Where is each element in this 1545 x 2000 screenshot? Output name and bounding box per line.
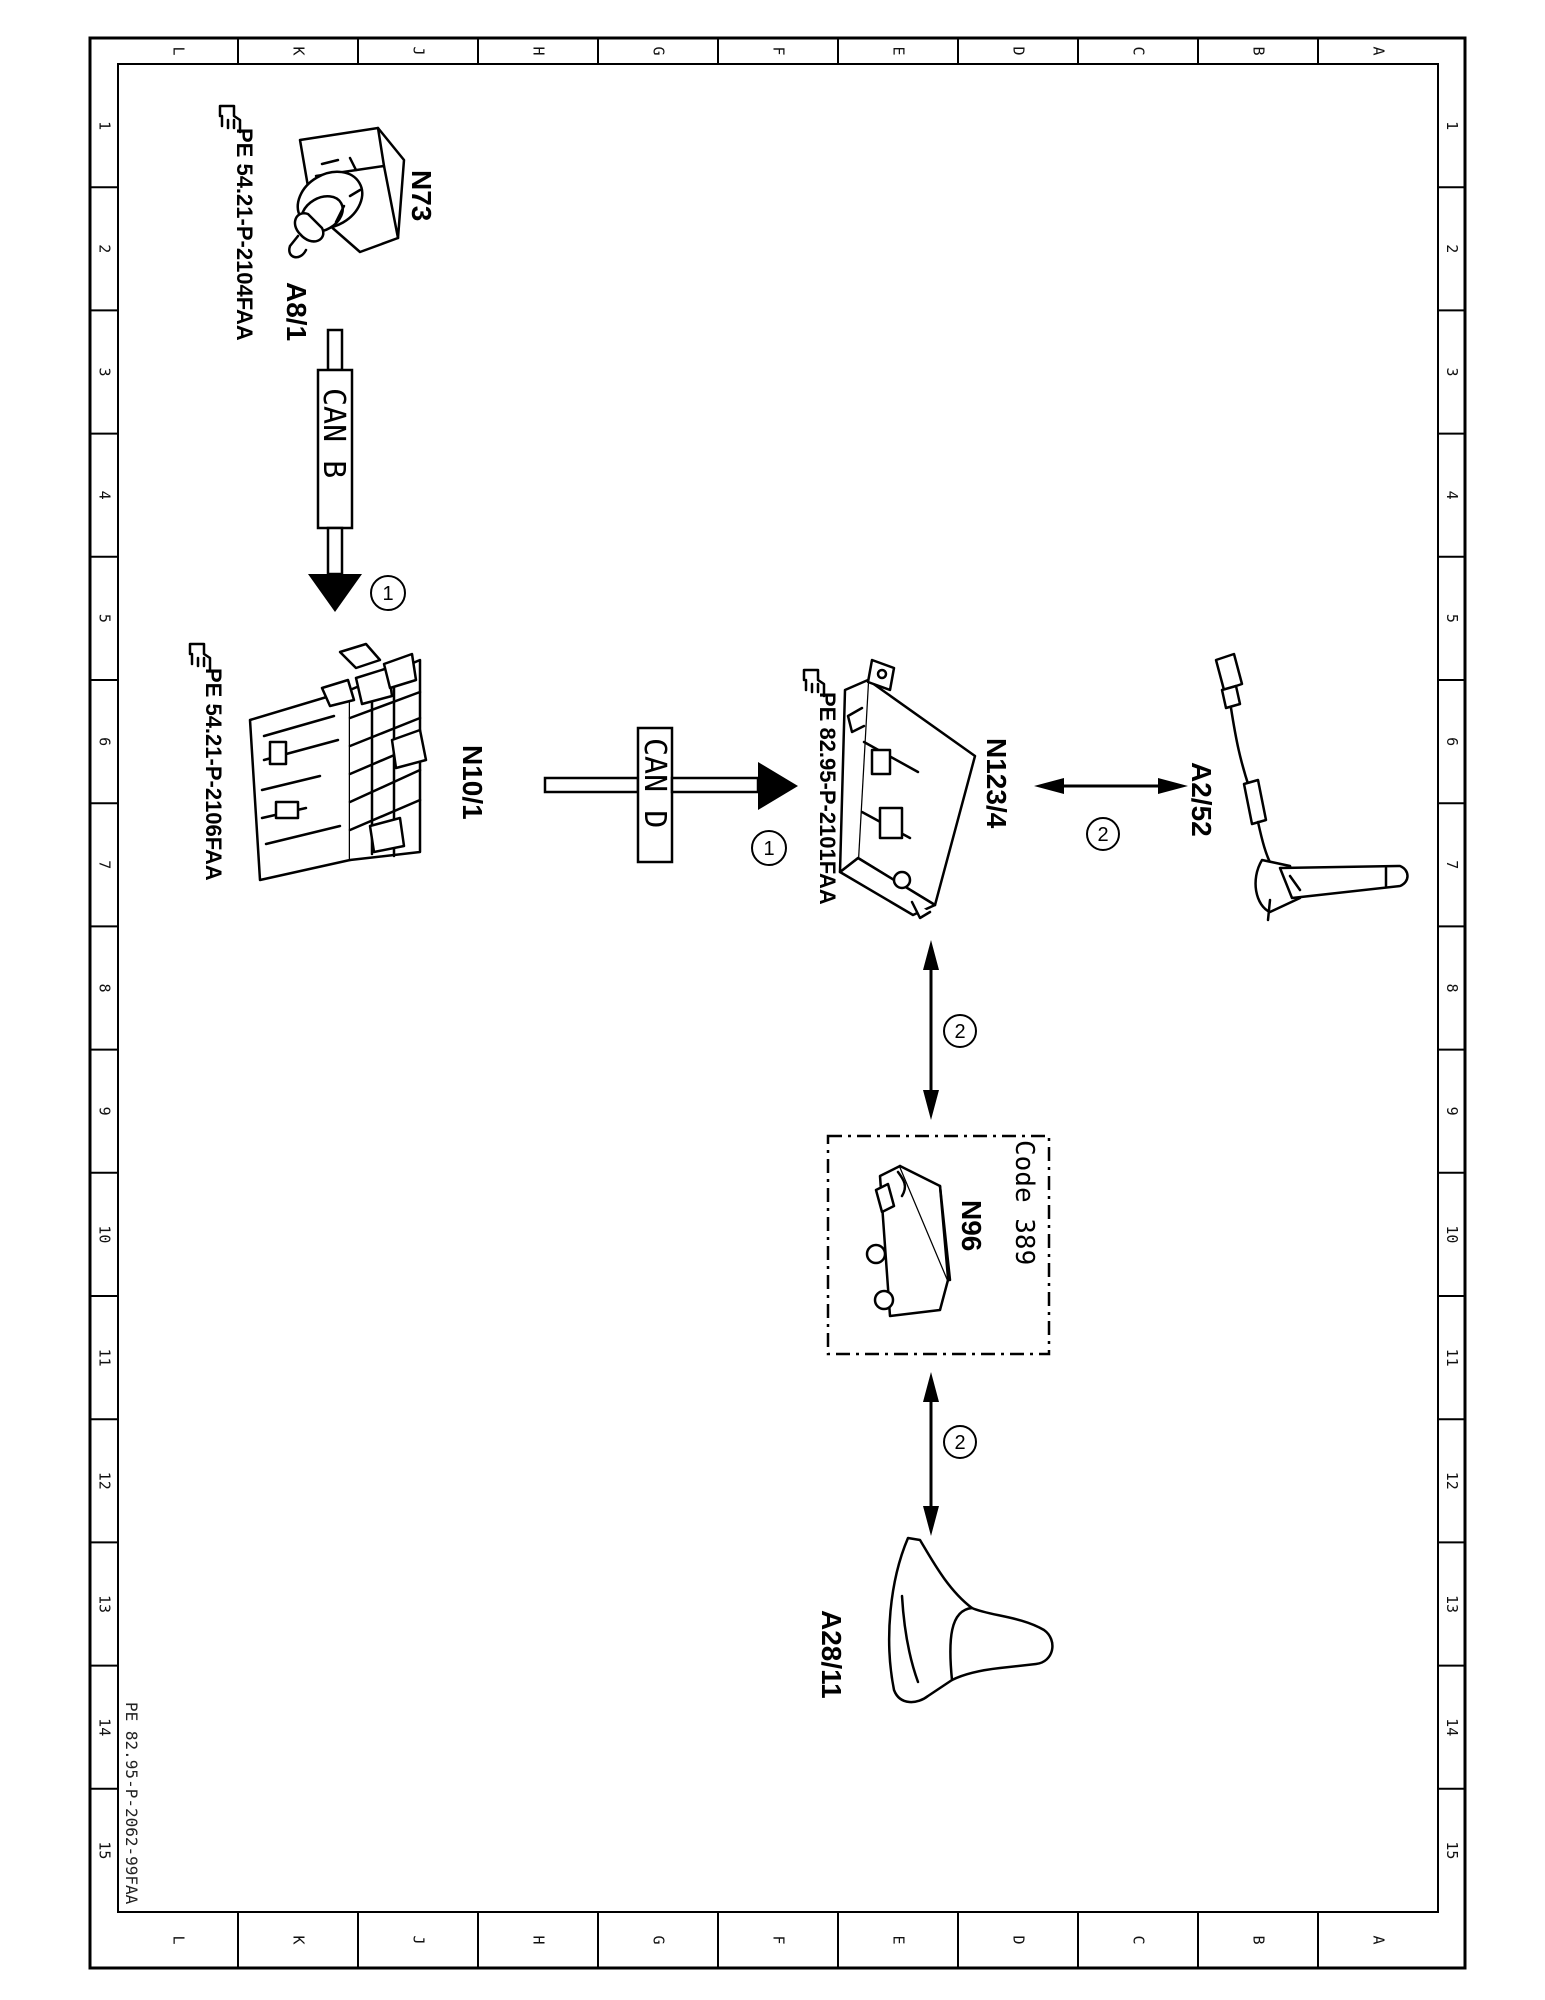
n10-1-control-unit-icon bbox=[248, 642, 428, 882]
svg-text:1: 1 bbox=[763, 838, 774, 860]
can-b-marker: 1 bbox=[370, 575, 406, 611]
zone-row-label: 1 bbox=[1443, 121, 1461, 130]
inner-frame bbox=[117, 63, 1439, 1913]
zone-row-label: 12 bbox=[96, 1472, 114, 1490]
document-id: PE 82.95-P-2062-99FAA bbox=[122, 1702, 141, 1905]
n96-label: N96 bbox=[956, 1200, 987, 1251]
zone-col-label: G bbox=[650, 46, 668, 55]
zone-row-label: 13 bbox=[1443, 1595, 1461, 1613]
zone-row-label: 9 bbox=[1443, 1107, 1461, 1116]
n123-4-label: N123/4 bbox=[981, 738, 1012, 829]
zone-row-label: 8 bbox=[1443, 983, 1461, 992]
zone-col-label: K bbox=[290, 46, 308, 55]
zone-row-label: 5 bbox=[96, 614, 114, 623]
zone-row-label: 14 bbox=[96, 1718, 114, 1736]
a28-11-antenna-icon bbox=[887, 1536, 1054, 1704]
n123-4-to-a2-52-arrow bbox=[1034, 778, 1188, 794]
n123-4-ref-link[interactable]: PE 82.95-P-2101FAA bbox=[815, 692, 840, 905]
zone-row-label: 6 bbox=[96, 737, 114, 746]
zone-row-label: 4 bbox=[1443, 491, 1461, 500]
a28-11-link-marker: 2 bbox=[943, 1425, 977, 1459]
n73-sublabel: A8/1 bbox=[281, 282, 312, 341]
can-d-marker: 1 bbox=[751, 830, 787, 866]
zone-col-label: J bbox=[410, 1935, 428, 1944]
a2-52-antenna-icon bbox=[1214, 652, 1409, 922]
zone-col-label: E bbox=[890, 46, 908, 55]
zone-col-label: L bbox=[170, 1935, 188, 1944]
zone-col-label: F bbox=[770, 46, 788, 55]
n73-ignition-switch-icon bbox=[288, 126, 406, 259]
code-389-optional-box bbox=[826, 1134, 1051, 1356]
zone-row-label: 5 bbox=[1443, 614, 1461, 623]
zone-col-label: J bbox=[410, 46, 428, 55]
zone-col-label: H bbox=[530, 1935, 548, 1944]
n10-1-label: N10/1 bbox=[457, 745, 488, 820]
zone-col-label: K bbox=[290, 1935, 308, 1944]
can-b-label: CAN B bbox=[316, 388, 351, 478]
zone-col-label: C bbox=[1130, 46, 1148, 55]
n73-label: N73 bbox=[406, 170, 437, 221]
svg-text:1: 1 bbox=[382, 583, 393, 605]
zone-row-label: 11 bbox=[1443, 1349, 1461, 1367]
zone-row-label: 4 bbox=[96, 491, 114, 500]
zone-row-label: 12 bbox=[1443, 1472, 1461, 1490]
zone-col-label: E bbox=[890, 1935, 908, 1944]
zone-row-label: 10 bbox=[1443, 1225, 1461, 1243]
zone-col-label: D bbox=[1010, 1935, 1028, 1944]
pointing-hand-icon bbox=[802, 668, 826, 698]
zone-col-label: A bbox=[1370, 1935, 1388, 1944]
zone-col-label: B bbox=[1250, 46, 1268, 55]
zone-col-label: H bbox=[530, 46, 548, 55]
zone-col-label: C bbox=[1130, 1935, 1148, 1944]
zone-row-label: 8 bbox=[96, 983, 114, 992]
zone-dividers bbox=[90, 38, 1465, 1968]
n96-link-marker: 2 bbox=[943, 1014, 977, 1048]
zone-row-label: 3 bbox=[96, 367, 114, 376]
zone-col-label: F bbox=[770, 1935, 788, 1944]
outer-frame bbox=[88, 36, 1467, 1970]
zone-row-label: 7 bbox=[96, 860, 114, 869]
n73-ref-link[interactable]: PE 54.21-P-2104FAA bbox=[232, 128, 257, 341]
can-d-arrow bbox=[543, 726, 798, 864]
a2-52-label: A2/52 bbox=[1186, 762, 1217, 837]
zone-col-label: A bbox=[1370, 46, 1388, 55]
n96-module-icon bbox=[865, 1164, 952, 1318]
zone-row-label: 7 bbox=[1443, 860, 1461, 869]
can-b-arrow bbox=[308, 328, 362, 612]
n123-4-to-n96-arrow bbox=[923, 940, 939, 1120]
svg-text:2: 2 bbox=[1097, 824, 1108, 846]
zone-row-label: 2 bbox=[96, 244, 114, 253]
n96-code-label: Code 389 bbox=[1009, 1140, 1039, 1265]
zone-row-label: 13 bbox=[96, 1595, 114, 1613]
zone-col-label: L bbox=[170, 46, 188, 55]
zone-row-label: 1 bbox=[96, 121, 114, 130]
pointing-hand-icon bbox=[218, 104, 242, 134]
n10-1-ref-link[interactable]: PE 54.21-P-2106FAA bbox=[201, 668, 226, 881]
a28-11-label: A28/11 bbox=[816, 1610, 847, 1699]
can-d-label: CAN D bbox=[637, 738, 672, 828]
zone-row-label: 14 bbox=[1443, 1718, 1461, 1736]
zone-row-label: 15 bbox=[96, 1841, 114, 1859]
a2-52-link-marker: 2 bbox=[1086, 817, 1120, 851]
zone-row-label: 10 bbox=[96, 1225, 114, 1243]
zone-row-label: 11 bbox=[96, 1349, 114, 1367]
zone-row-label: 6 bbox=[1443, 737, 1461, 746]
zone-col-label: B bbox=[1250, 1935, 1268, 1944]
n123-4-control-unit-icon bbox=[838, 658, 977, 920]
n96-to-a28-11-arrow bbox=[923, 1372, 939, 1536]
zone-row-label: 15 bbox=[1443, 1841, 1461, 1859]
zone-row-label: 3 bbox=[1443, 367, 1461, 376]
zone-row-label: 9 bbox=[96, 1107, 114, 1116]
svg-text:2: 2 bbox=[954, 1021, 965, 1043]
zone-col-label: G bbox=[650, 1935, 668, 1944]
zone-col-label: D bbox=[1010, 46, 1028, 55]
zone-row-label: 2 bbox=[1443, 244, 1461, 253]
svg-text:2: 2 bbox=[954, 1432, 965, 1454]
pointing-hand-icon bbox=[188, 642, 212, 672]
